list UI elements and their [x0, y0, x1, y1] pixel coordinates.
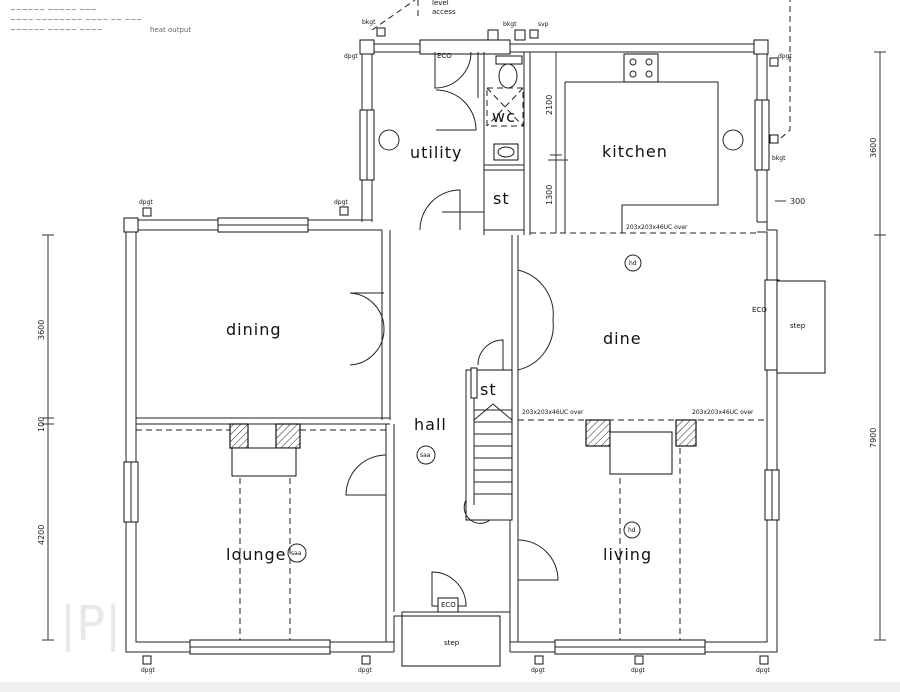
dim-left-mid: 100 — [37, 417, 46, 432]
dim-left-upper: 3600 — [37, 320, 46, 340]
doors — [345, 51, 559, 613]
label-dpgt-left-upper: dpgt — [139, 199, 153, 206]
top-notes: ~~~~~~ ~~~~~ ~~~ ~~~~ ~~~~~~~~ ~~~~ ~~ ~… — [10, 0, 456, 34]
staircase — [463, 367, 513, 524]
room-label-dine: dine — [603, 329, 642, 348]
label-saa-hall: saa — [420, 452, 431, 459]
label-hd-living: hd — [628, 527, 636, 534]
room-label-kitchen: kitchen — [602, 142, 668, 161]
label-dpgt-bottom-3: dpgt — [531, 667, 545, 674]
room-label-utility: utility — [410, 143, 463, 162]
label-dpgt-bottom-2: dpgt — [358, 667, 372, 674]
gullies — [142, 0, 791, 665]
label-step-bottom: step — [444, 639, 460, 647]
label-saa-lounge: saa — [291, 550, 302, 557]
label-bkgt-top-mid: bkgt — [503, 21, 517, 28]
note-heat-output: heat output — [150, 26, 191, 34]
smoke-alarm-icon — [287, 543, 307, 563]
label-dpgt-bottom-5: dpgt — [756, 667, 770, 674]
front-step — [401, 615, 501, 667]
label-dpgt-top-left: dpgt — [344, 53, 358, 60]
dimension-lines — [42, 51, 886, 641]
bottom-strip — [0, 682, 900, 692]
label-svp: svp — [538, 21, 549, 28]
hob-icon — [623, 53, 659, 83]
note-access: access — [432, 8, 456, 16]
label-bkgt-top-left: bkgt — [362, 19, 376, 26]
label-hd-dine: hd — [629, 260, 637, 267]
svg-text:~~~~ ~~~~~~~~ ~~~~ ~~ ~~~: ~~~~ ~~~~~~~~ ~~~~ ~~ ~~~ — [10, 16, 142, 24]
chimney-breasts — [229, 419, 697, 477]
room-label-wc: wc — [492, 107, 516, 126]
side-step — [776, 280, 826, 374]
label-step-right: step — [790, 322, 806, 330]
label-eco-top: ECO — [437, 52, 452, 60]
room-label-dining: dining — [226, 320, 281, 339]
label-eco-right: ECO — [752, 306, 767, 314]
label-eco-bottom: ECO — [441, 601, 456, 609]
room-label-lounge: lounge — [226, 545, 287, 564]
label-beam-left: 203x203x46UC over — [522, 409, 584, 416]
svg-text:~~~~~~ ~~~~~ ~~~~: ~~~~~~ ~~~~~ ~~~~ — [10, 26, 103, 34]
note-level: level — [432, 0, 449, 7]
label-dpgt-bottom-4: dpgt — [631, 667, 645, 674]
external-walls — [123, 39, 778, 653]
room-label-st-stair: st — [480, 380, 497, 399]
smoke-detector-icon — [623, 521, 641, 539]
dim-right-lower: 7900 — [869, 428, 878, 448]
label-dpgt-mid-left: dpgt — [334, 199, 348, 206]
room-label-hall: hall — [414, 415, 447, 434]
wc-fixtures — [486, 55, 524, 161]
svg-text:~~~~~~ ~~~~~ ~~~: ~~~~~~ ~~~~~ ~~~ — [10, 6, 97, 14]
appliance-icon — [722, 129, 744, 151]
smoke-alarm-icon — [416, 445, 436, 465]
dim-left-lower: 4200 — [37, 525, 46, 545]
dim-right-upper: 3600 — [869, 138, 878, 158]
windows — [123, 39, 780, 655]
label-beam-right: 203x203x46UC over — [692, 409, 754, 416]
room-label-st-upper: st — [493, 189, 510, 208]
dim-kitchen-lower: 1300 — [545, 185, 554, 205]
label-dpgt-top-right: dpgt — [778, 53, 792, 60]
room-label-living: living — [603, 545, 652, 564]
label-bkgt-right: bkgt — [772, 155, 786, 162]
dim-kitchen-upper: 2100 — [545, 95, 554, 115]
dim-side-300: 300 — [790, 197, 805, 206]
label-beam-kitchen: 203x203x46UC over — [626, 224, 688, 231]
label-dpgt-bottom-1: dpgt — [141, 667, 155, 674]
boiler-icon — [378, 129, 400, 151]
smoke-detector-icon — [624, 254, 642, 272]
watermark-logo: |P| — [60, 596, 121, 652]
